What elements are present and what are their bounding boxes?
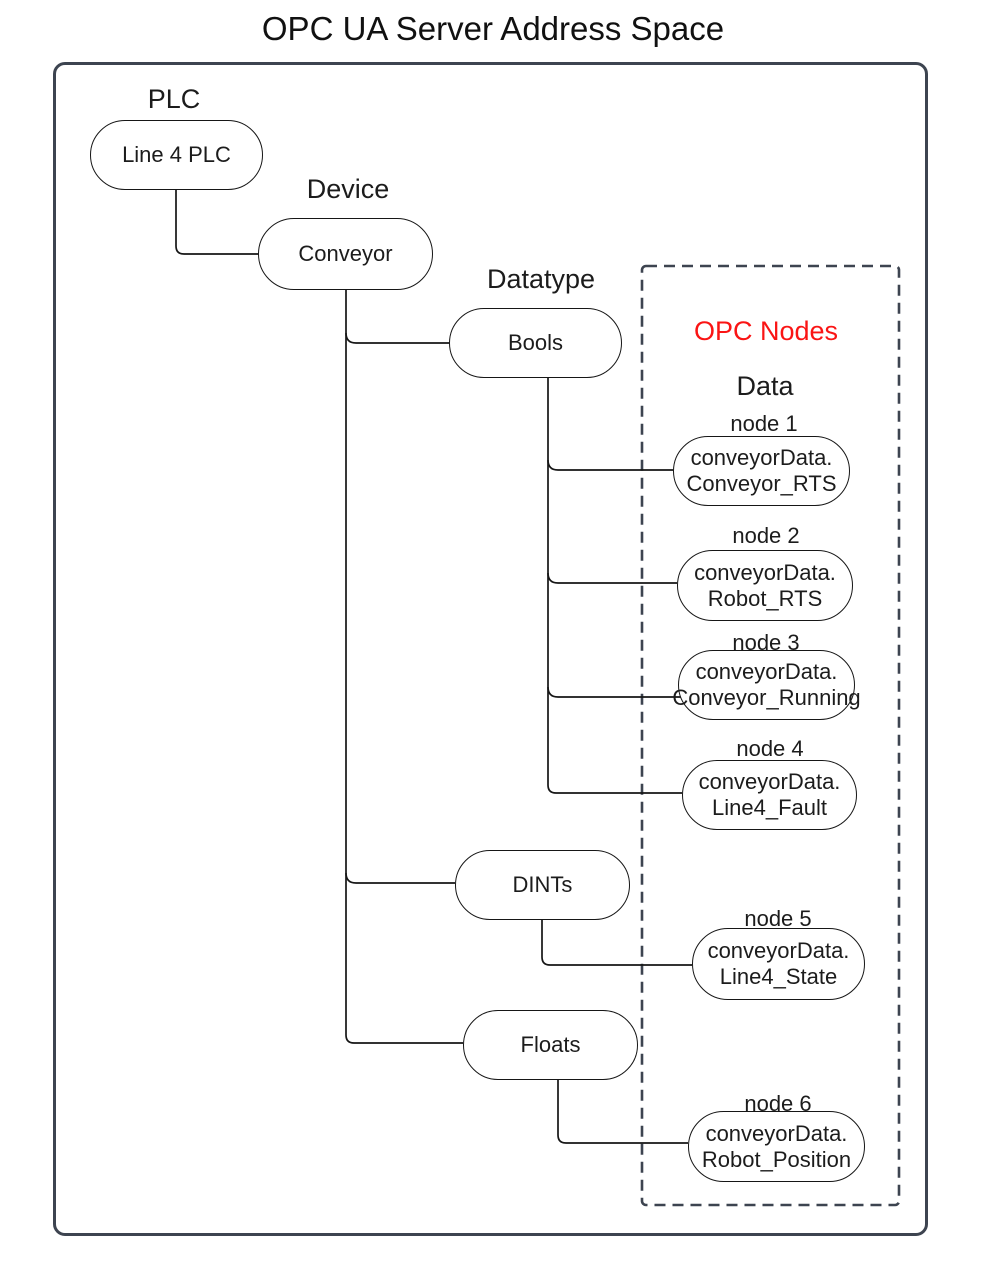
dints-node-text: DINTs bbox=[512, 872, 573, 897]
node4-pill: conveyorData. Line4_Fault bbox=[682, 760, 857, 830]
node1-text-line2: Conveyor_RTS bbox=[686, 471, 837, 496]
node1-label: node 1 bbox=[730, 411, 798, 436]
data-group-label: Data bbox=[736, 371, 794, 401]
datatype-group-label: Datatype bbox=[486, 264, 596, 294]
edge-dints-to-node5 bbox=[541, 918, 692, 966]
edge-floats-to-node6 bbox=[557, 1078, 688, 1144]
plc-node-text: Line 4 PLC bbox=[122, 142, 231, 167]
node4-text-line2: Line4_Fault bbox=[712, 795, 827, 820]
floats-node-text: Floats bbox=[520, 1032, 581, 1057]
node4-text-line1: conveyorData. bbox=[698, 769, 841, 794]
node3-text-line2: Conveyor_Running bbox=[672, 685, 861, 710]
diagram-title: OPC UA Server Address Space bbox=[261, 10, 725, 47]
bools-node: Bools bbox=[449, 308, 622, 378]
edge-conveyor-trunk bbox=[345, 290, 463, 1044]
edge-bools-trunk bbox=[547, 378, 682, 794]
edge-plc-to-conveyor bbox=[175, 190, 258, 255]
node6-pill: conveyorData. Robot_Position bbox=[688, 1111, 865, 1182]
node3-pill: conveyorData. Conveyor_Running bbox=[672, 650, 861, 720]
node3-text-line1: conveyorData. bbox=[695, 659, 838, 684]
node4-label: node 4 bbox=[736, 736, 804, 761]
node2-label: node 2 bbox=[732, 523, 800, 548]
edge-conveyor-to-bools bbox=[345, 332, 449, 344]
node2-text-line1: conveyorData. bbox=[694, 559, 836, 585]
opc-nodes-dashed-frame bbox=[640, 264, 901, 1207]
node6-text-line2: Robot_Position bbox=[701, 1146, 852, 1172]
node6-text-line1: conveyorData. bbox=[705, 1120, 848, 1146]
edge-bools-to-node1 bbox=[547, 459, 673, 471]
node1-pill: conveyorData. Conveyor_RTS bbox=[673, 436, 850, 506]
node5-label: node 5 bbox=[744, 906, 812, 931]
edge-bools-to-node3 bbox=[547, 686, 686, 698]
floats-node: Floats bbox=[463, 1010, 638, 1080]
edge-conveyor-to-dints bbox=[345, 872, 455, 884]
edge-bools-to-node2 bbox=[547, 572, 677, 584]
node1-text-line1: conveyorData. bbox=[690, 445, 833, 470]
dints-node: DINTs bbox=[455, 850, 630, 920]
bools-node-text: Bools bbox=[507, 330, 564, 355]
node5-pill: conveyorData. Line4_State bbox=[692, 928, 865, 1000]
conveyor-node: Conveyor bbox=[258, 218, 433, 290]
plc-node: Line 4 PLC bbox=[90, 120, 263, 190]
node2-text-line2: Robot_RTS bbox=[707, 585, 823, 611]
address-space-frame bbox=[53, 62, 928, 1236]
conveyor-node-text: Conveyor bbox=[298, 241, 393, 266]
opc-nodes-group-label: OPC Nodes bbox=[693, 316, 839, 346]
plc-group-label: PLC bbox=[147, 84, 201, 114]
node5-text-line1: conveyorData. bbox=[707, 938, 850, 963]
node2-pill: conveyorData. Robot_RTS bbox=[677, 550, 853, 621]
node5-text-line2: Line4_State bbox=[719, 964, 838, 989]
device-group-label: Device bbox=[306, 174, 390, 204]
